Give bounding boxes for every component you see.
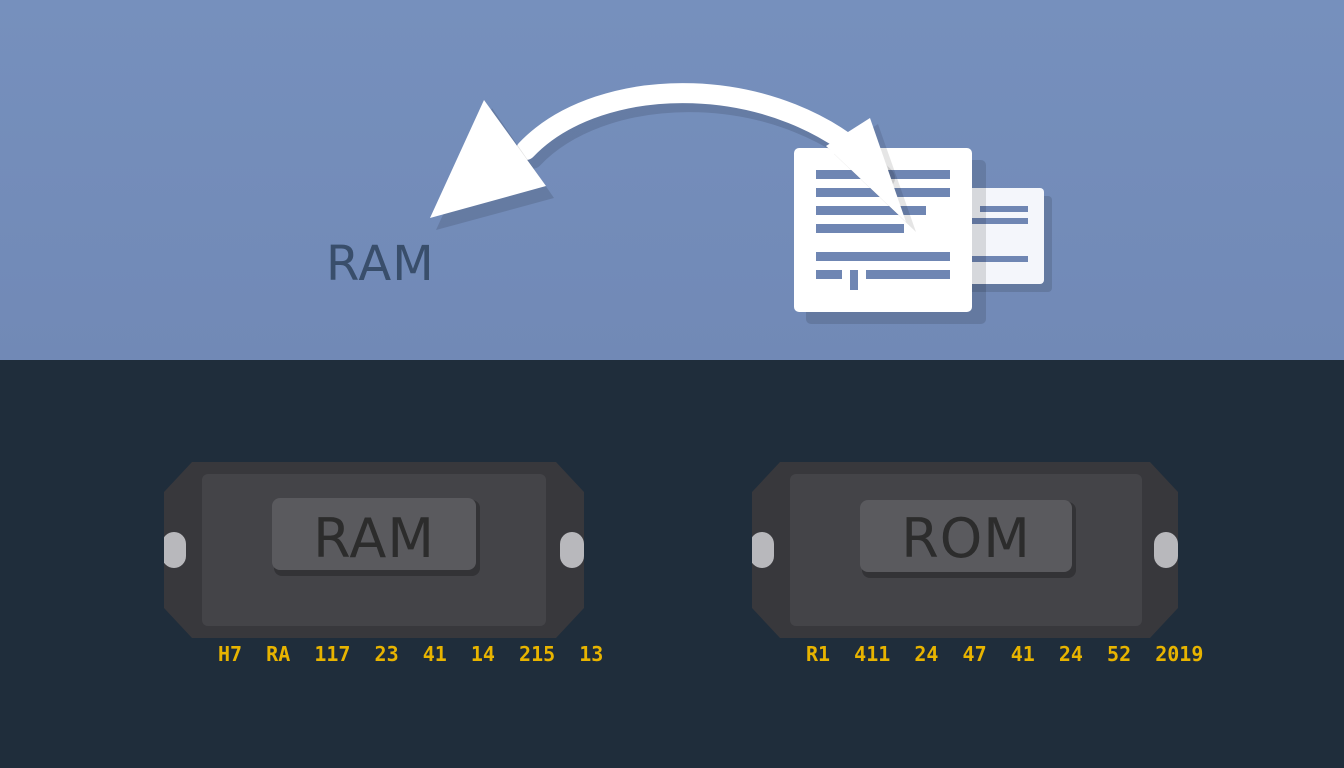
rom-module: ROM (752, 462, 1178, 638)
top-panel (0, 0, 1344, 360)
document-stack-icon (794, 148, 1052, 324)
top-ram-label: RAM (326, 236, 435, 292)
curved-arrow-icon (430, 83, 916, 232)
rom-chip-label: ROM (901, 506, 1031, 570)
ram-module: RAM (164, 462, 584, 638)
ram-chip-label: RAM (313, 506, 435, 570)
rom-codes: R1 411 24 47 41 24 52 2019 (806, 642, 1204, 666)
ram-codes: H7 RA 117 23 41 14 215 13 (218, 642, 604, 666)
